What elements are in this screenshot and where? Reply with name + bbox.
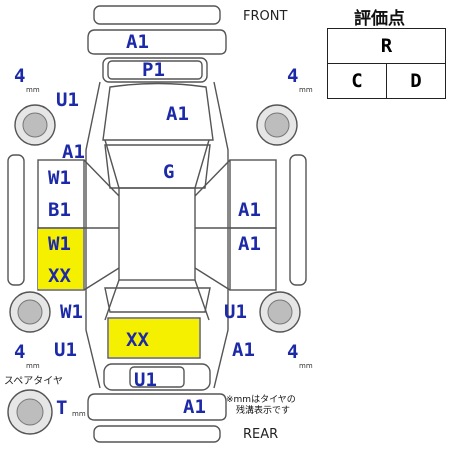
front-bumper [87,29,227,55]
tire-depth-spare: T [56,397,67,419]
tire-note: ※mmはタイヤの 残溝表示です [226,395,296,417]
hood-panel [102,82,214,141]
tire-depth-rear-left: 4 [14,341,25,363]
grade-table: R C D [327,28,446,99]
left-rear-door-highlight [38,229,83,289]
code-front-left-fender: U1 [56,89,79,111]
tire-depth-front-left: 4 [14,65,25,87]
tire-unit-front-left: mm [26,86,40,94]
rear-bumper-bottom [93,425,221,443]
code-left-rear-fender: U1 [54,339,77,361]
grade-exterior: D [386,63,446,99]
rear-right-tire-icon [259,291,301,333]
front-label: FRONT [243,9,287,24]
code-right-front-door: A1 [238,199,261,221]
pillars [104,139,210,321]
grade-overall: R [327,28,446,64]
right-door-lines [194,159,231,291]
tire-note-line-1: ※mmはタイヤの [226,395,296,405]
roof-panel [118,187,196,281]
body-outline [85,81,229,389]
tire-depth-rear-right: 4 [287,341,298,363]
grade-interior: C [327,63,387,99]
code-left-front-door-window: W1 [48,167,71,189]
left-door-lines [83,159,120,291]
right-rear-door [229,227,277,291]
code-rear-bumper: A1 [183,396,206,418]
right-side-step [289,154,307,286]
code-left-rear-door: XX [48,265,71,287]
rear-plate-inner [129,366,185,388]
rear-left-tire-icon [9,291,51,333]
code-front-plate: P1 [142,59,165,81]
code-rear-plate: U1 [134,369,157,391]
code-right-rear-fender: A1 [232,339,255,361]
front-right-tire-icon [256,104,298,146]
spare-tire-label: スペアタイヤ [4,375,63,387]
tire-note-line-2: 残溝表示です [236,406,291,416]
front-plate-inner [107,60,203,80]
code-left-rear-door-window: W1 [48,233,71,255]
rear-label: REAR [243,427,278,442]
left-side-step [7,154,25,286]
windshield [104,144,211,189]
code-trunk: XX [126,329,149,351]
grade-title: 評価点 [354,9,405,29]
code-right-rear-door: A1 [238,233,261,255]
tire-unit-spare: mm [72,410,86,418]
spare-tire-icon [7,389,53,435]
code-front-bumper: A1 [126,31,149,53]
trunk-panel [107,317,201,359]
rear-plate-outer [103,363,211,391]
tire-unit-front-right: mm [299,86,313,94]
tire-unit-rear-right: mm [299,362,313,370]
code-hood: A1 [166,103,189,125]
code-right-quarter: U1 [224,301,247,323]
front-plate-outer [102,57,208,83]
tire-unit-rear-left: mm [26,362,40,370]
code-roof: G [163,161,174,183]
tire-depth-front-right: 4 [287,65,298,87]
code-left-quarter-window: W1 [60,301,83,323]
rear-bumper [87,393,227,421]
trunk-highlight [109,319,199,357]
code-left-front-door: B1 [48,199,71,221]
front-bumper-top [93,5,221,25]
rear-window [104,287,211,313]
code-left-mirror: A1 [62,141,85,163]
front-left-tire-icon [14,104,56,146]
